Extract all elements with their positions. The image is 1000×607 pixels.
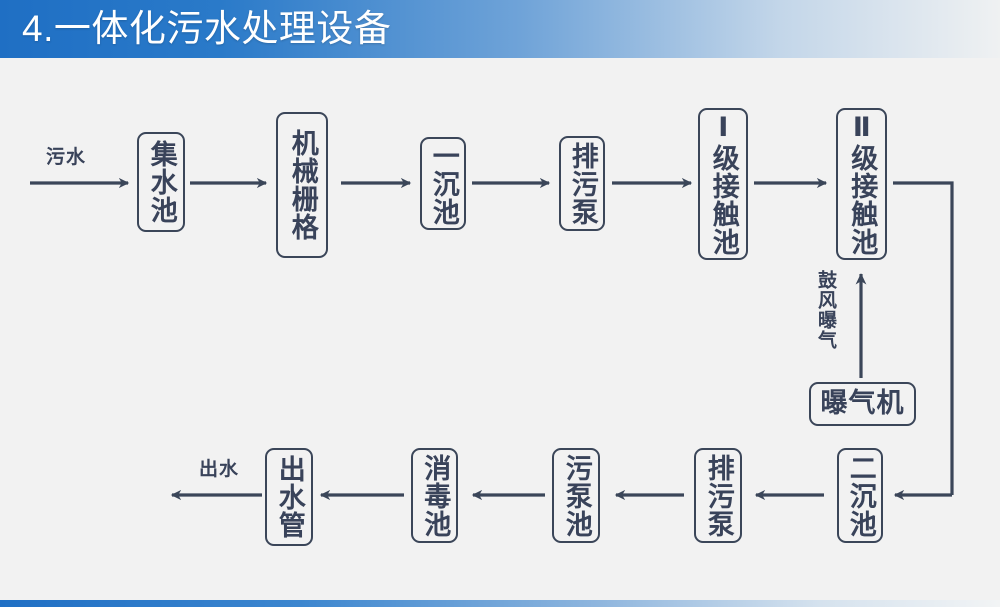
node-outlet-pipe[interactable]: 出水管 bbox=[265, 448, 313, 546]
node-primary-settling-tank[interactable]: 一沉池 bbox=[420, 137, 466, 230]
node-sewage-pump-bottom[interactable]: 排污泵 bbox=[694, 448, 742, 543]
outlet-label: 出水 bbox=[199, 459, 240, 480]
node-disinfection-tank[interactable]: 消毒池 bbox=[411, 448, 458, 543]
page-title: 4.一体化污水处理设备 bbox=[22, 8, 392, 49]
header-banner: 4.一体化污水处理设备 bbox=[0, 0, 1000, 58]
footer-rule bbox=[0, 600, 1000, 607]
node-collection-tank[interactable]: 集水池 bbox=[137, 132, 185, 232]
aeration-label: 鼓风曝气 bbox=[815, 270, 836, 350]
inlet-label: 污水 bbox=[46, 147, 87, 168]
node-contact-tank-2[interactable]: Ⅱ级接触池 bbox=[836, 108, 887, 260]
process-flow-diagram: 污水 出水 鼓风曝气 集水池 机械栅格 一沉池 排污泵 Ⅰ级接触池 Ⅱ级接触池 … bbox=[0, 58, 1000, 600]
node-contact-tank-1[interactable]: Ⅰ级接触池 bbox=[698, 108, 748, 260]
node-aerator[interactable]: 曝气机 bbox=[809, 382, 916, 426]
node-sewage-pump-top[interactable]: 排污泵 bbox=[559, 136, 605, 231]
node-mechanical-grille[interactable]: 机械栅格 bbox=[276, 112, 328, 258]
node-sludge-pump-tank[interactable]: 污泵池 bbox=[552, 448, 600, 543]
node-secondary-settling-tank[interactable]: 二沉池 bbox=[837, 448, 883, 543]
